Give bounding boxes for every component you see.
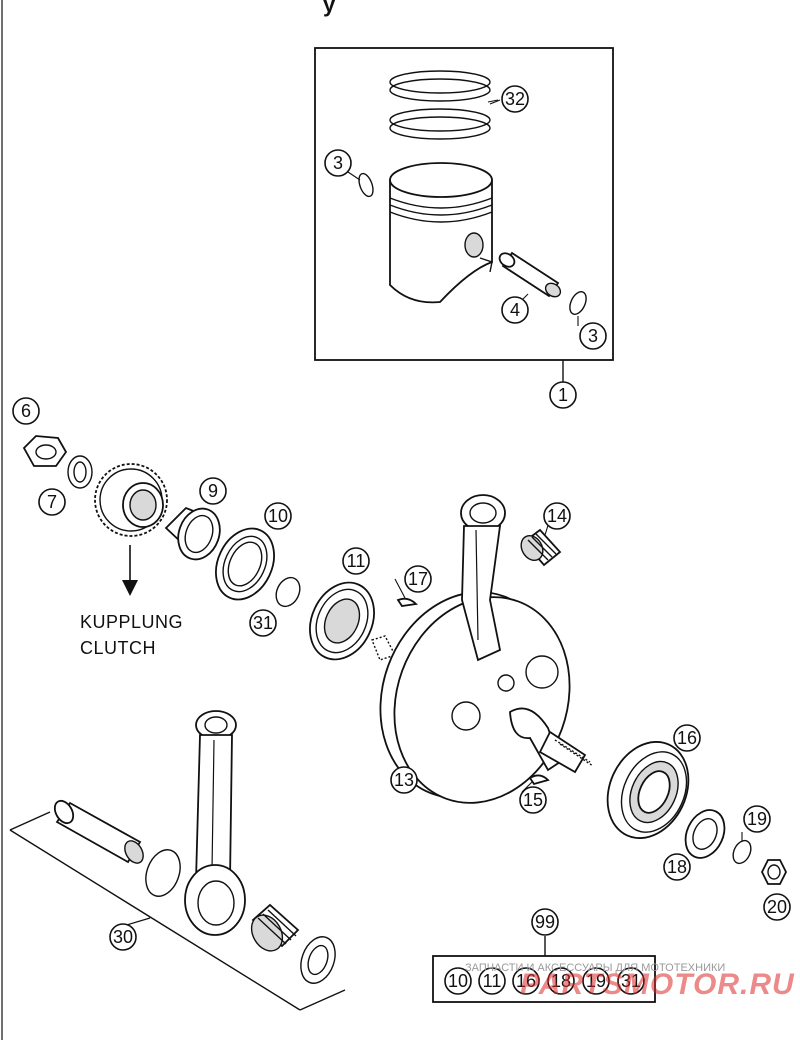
svg-text:14: 14: [547, 506, 567, 526]
o-ring: [275, 576, 301, 608]
svg-text:7: 7: [47, 492, 57, 512]
crank-pin: [53, 799, 144, 864]
callout-10: 10: [264, 502, 292, 530]
watermark-text: ЗАПЧАСТИ И АКСЕССУАРЫ ДЛЯ МОТОТЕХНИКИ: [465, 962, 726, 974]
svg-text:16: 16: [677, 728, 697, 748]
svg-text:11: 11: [347, 551, 366, 571]
primary-gear: [94, 463, 168, 596]
kit-item-10: 10: [444, 967, 472, 995]
needle-bearing-large: [250, 903, 300, 952]
page-title-fragment: y: [323, 0, 336, 17]
callout-19: 19: [743, 805, 771, 833]
crankshaft: [371, 591, 594, 804]
circlip-upper: [358, 172, 374, 198]
svg-text:3: 3: [588, 326, 598, 346]
main-bearing-right: [606, 741, 690, 839]
svg-text:4: 4: [510, 300, 520, 320]
svg-text:30: 30: [113, 927, 133, 947]
clutch-label-de: KUPPLUNG: [80, 612, 184, 632]
svg-text:19: 19: [586, 971, 606, 991]
callout-4: 4: [501, 296, 529, 324]
svg-text:16: 16: [516, 971, 536, 991]
callout-18: 18: [663, 853, 691, 881]
needle-bearing-small: [520, 528, 562, 567]
svg-text:18: 18: [667, 857, 687, 877]
spacer-ring: [164, 506, 221, 561]
svg-text:9: 9: [208, 481, 218, 501]
piston-pin: [498, 251, 562, 298]
svg-text:11: 11: [483, 971, 502, 991]
svg-text:20: 20: [767, 897, 787, 917]
svg-text:99: 99: [535, 912, 555, 932]
callout-13: 13: [390, 766, 418, 794]
callout-30: 30: [109, 923, 137, 951]
main-bearing-left: [309, 581, 375, 661]
callout-14: 14: [543, 502, 571, 530]
svg-text:10: 10: [448, 971, 468, 991]
callout-32: 32: [501, 85, 529, 113]
lock-washer: [67, 455, 93, 489]
piston-kit-box: [314, 47, 614, 382]
svg-text:6: 6: [21, 401, 31, 421]
callout-9: 9: [199, 477, 227, 505]
callout-3-lower: 3: [579, 322, 607, 350]
kit-item-11: 11: [478, 967, 506, 995]
svg-text:1: 1: [558, 385, 568, 405]
svg-text:19: 19: [747, 809, 767, 829]
callout-3-upper: 3: [324, 149, 352, 177]
nut: [22, 435, 68, 467]
svg-text:3: 3: [333, 153, 343, 173]
svg-text:31: 31: [621, 971, 641, 991]
piston-rings: [389, 70, 501, 140]
nut-right: [760, 859, 788, 885]
callout-11: 11: [342, 547, 370, 575]
repair-kit-box: [432, 936, 656, 1003]
connecting-rod: [184, 710, 246, 936]
kit-item-18: 18: [547, 967, 575, 995]
svg-text:17: 17: [408, 569, 428, 589]
callout-16: 16: [673, 724, 701, 752]
callout-20: 20: [763, 893, 791, 921]
washer-right: [732, 839, 752, 865]
callout-31: 31: [249, 609, 277, 637]
conrod-kit-bracket: [9, 811, 346, 1011]
svg-text:31: 31: [253, 613, 273, 633]
shaft-seal-right: [684, 809, 726, 859]
svg-text:32: 32: [505, 89, 525, 109]
kit-item-16: 16: [512, 967, 540, 995]
callout-99: 99: [531, 908, 559, 936]
woodruff-key-upper: [396, 597, 418, 607]
clutch-label-en: CLUTCH: [80, 638, 157, 658]
connecting-rod-assembled: [460, 494, 506, 662]
kit-item-19: 19: [582, 967, 610, 995]
shaft-seal: [215, 527, 275, 601]
callout-7: 7: [38, 488, 66, 516]
svg-text:18: 18: [551, 971, 571, 991]
callout-15: 15: [519, 786, 547, 814]
piston: [389, 162, 493, 304]
kit-item-31: 31: [617, 967, 645, 995]
svg-text:13: 13: [394, 770, 414, 790]
callout-1: 1: [549, 381, 577, 409]
thrust-washer-right: [300, 936, 336, 984]
callout-17: 17: [404, 565, 432, 593]
callout-6: 6: [12, 397, 40, 425]
woodruff-key-lower: [528, 774, 550, 786]
circlip-lower: [569, 291, 587, 315]
svg-text:15: 15: [523, 790, 543, 810]
thrust-washer-left: [145, 849, 181, 897]
svg-text:10: 10: [268, 506, 288, 526]
watermark-logo: PARTSMOTOR.RU: [520, 968, 795, 1001]
